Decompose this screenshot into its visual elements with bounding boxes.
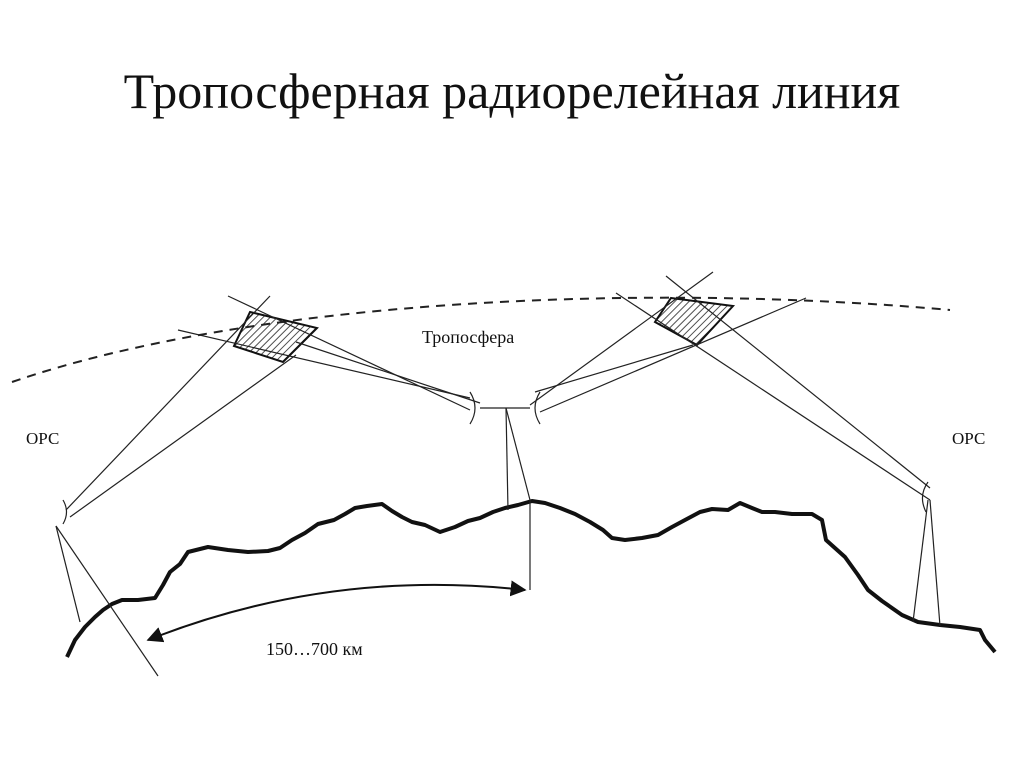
beam-lines-right	[529, 271, 931, 501]
relay-station-right	[912, 481, 941, 627]
distance-arrow	[146, 580, 527, 643]
troposphere-boundary	[11, 296, 951, 383]
distance-label: 150…700 км	[266, 639, 363, 659]
relay-station-center	[469, 391, 541, 590]
slide-title: Тропосферная радиорелейная линия	[123, 63, 901, 119]
terrain-profile	[65, 499, 997, 658]
relay-station-left	[55, 499, 159, 677]
beam-lines-left	[65, 295, 481, 518]
station-right-label: ОРС	[952, 429, 985, 448]
station-left-label: ОРС	[26, 429, 59, 448]
scatter-volume-left	[232, 310, 319, 364]
troposphere-label: Тропосфера	[422, 327, 514, 347]
